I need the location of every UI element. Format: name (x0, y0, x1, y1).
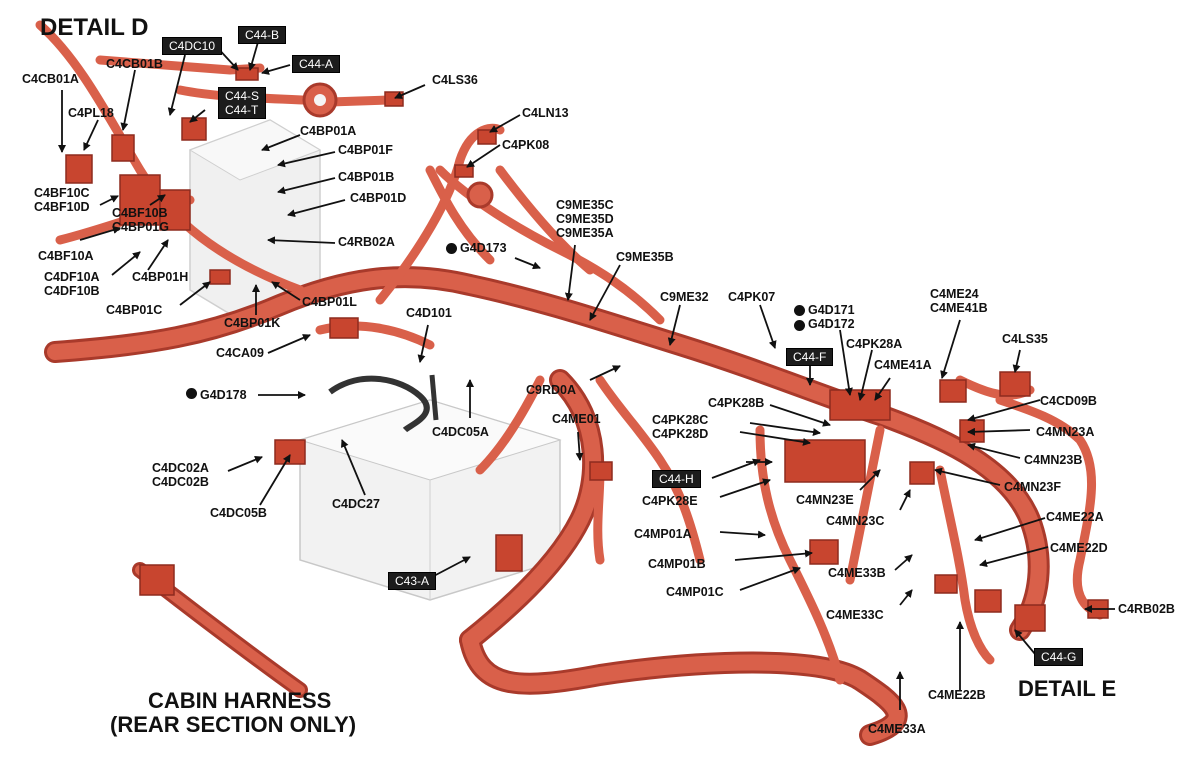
ground-dot-icon (446, 243, 457, 254)
connector-label: C4BP01F (338, 143, 393, 157)
connector-label-boxed: C44-B (238, 26, 287, 44)
connector-label-boxed: C44-S C44-T (218, 87, 267, 119)
connector-label: C4MP01A (634, 527, 692, 541)
connector-label-text: C4BF10D (34, 200, 90, 214)
connector-label-text: C4BP01G (112, 220, 169, 234)
connector-label: C4BP01L (302, 295, 357, 309)
connector-label: C4BP01D (350, 191, 407, 205)
connector-label-text: C4DF10B (44, 284, 100, 298)
connector-label: C4MN23E (796, 493, 854, 507)
ground-label-text: G4D172 (808, 317, 855, 331)
connector-label: C4BP01K (224, 316, 281, 330)
connector-label: C9ME32 (660, 290, 709, 304)
connector-label: C4LS36 (432, 73, 478, 87)
connector-label: C4ME24 C4ME41B (930, 287, 988, 315)
connector-label: C4DC05B (210, 506, 267, 520)
connector-label: C4ME01 (552, 412, 601, 426)
connector-label: C4BP01C (106, 303, 163, 317)
connector-label-text: C44-T (225, 103, 259, 117)
connector-label: C4RB02A (338, 235, 395, 249)
detail-e-title: DETAIL E (1018, 676, 1117, 701)
connector-label-text: C4DC02B (152, 475, 209, 489)
connector-label: C4CB01B (106, 57, 163, 71)
ground-label: G4D171 G4D172 (808, 303, 855, 331)
connector-label: C4CA09 (216, 346, 264, 360)
connector-label-text: C4ME41B (930, 301, 988, 315)
connector-label: C4LS35 (1002, 332, 1048, 346)
detail-d-title: DETAIL D (40, 14, 149, 41)
ground-label-text: G4D171 (808, 303, 855, 317)
connector-label: C9RD0A (526, 383, 577, 397)
connector-label: C4PK28A (846, 337, 903, 351)
connector-label: C4CB01A (22, 72, 79, 86)
connectors (65, 67, 1109, 632)
leader-arrows (58, 41, 1115, 710)
connector-label-text: C4PK28D (652, 427, 709, 441)
ground-label: G4D173 (460, 241, 507, 255)
connector-label: C4ME22B (928, 688, 986, 702)
connector-label-boxed: C43-A (388, 572, 437, 590)
connector-label-text: C9ME35C (556, 198, 614, 212)
ground-dot-icon (186, 388, 197, 399)
ground-dot-icon (794, 305, 805, 316)
connector-label-text: C9ME35D (556, 212, 614, 226)
connector-label: C4MN23B (1024, 453, 1083, 467)
connector-label: C4DC02A C4DC02B (152, 461, 209, 489)
connector-label: C4BP01B (338, 170, 395, 184)
connector-label-boxed: C44-F (786, 348, 834, 366)
connector-label-boxed: C44-G (1034, 648, 1084, 666)
connector-label: C4DC27 (332, 497, 380, 511)
connector-label-boxed: C44-A (292, 55, 341, 73)
connector-label: C4BF10B C4BP01G (112, 206, 169, 234)
connector-label: C4DF10A C4DF10B (44, 270, 100, 298)
harness-bundles (35, 20, 1105, 746)
connector-label-text: C4BF10C (34, 186, 90, 200)
connector-label: C9ME35C C9ME35D C9ME35A (556, 198, 614, 240)
connector-label: C4PL18 (68, 106, 114, 120)
ground-dot-icon (794, 320, 805, 331)
connector-label: C4D101 (406, 306, 452, 320)
connector-label: C4PK07 (728, 290, 776, 304)
connector-label: C4MN23C (826, 514, 885, 528)
connector-label-text: C4PK28C (652, 413, 709, 427)
connector-label: C4ME22A (1046, 510, 1104, 524)
connector-label-text: C4BF10B (112, 206, 168, 220)
ground-label: G4D178 (200, 388, 247, 402)
connector-label: C4DC05A (432, 425, 489, 439)
connector-label: C4RB02B (1118, 602, 1175, 616)
connector-label: C4MN23A (1036, 425, 1095, 439)
connector-label: C4BF10C C4BF10D (34, 186, 90, 214)
connector-label: C4MP01B (648, 557, 706, 571)
connector-label: C9ME35B (616, 250, 674, 264)
cabin-harness-title-line2: (REAR SECTION ONLY) (110, 712, 357, 737)
connector-label: C4ME41A (874, 358, 932, 372)
connector-label-text: C9ME35A (556, 226, 614, 240)
connector-label: C4CD09B (1040, 394, 1097, 408)
connector-label-text: C44-S (225, 89, 260, 103)
connector-label: C4BP01H (132, 270, 189, 284)
connector-label-boxed: C4DC10 (162, 37, 223, 55)
connector-label: C4ME33C (826, 608, 884, 622)
connector-label: C4PK28E (642, 494, 698, 508)
connector-label: C4ME33B (828, 566, 886, 580)
connector-label-text: C4DC02A (152, 461, 209, 475)
connector-label: C4PK28C C4PK28D (652, 413, 708, 441)
connector-label: C4BF10A (38, 249, 94, 263)
connector-label-text: C4ME24 (930, 287, 979, 301)
connector-label: C4PK08 (502, 138, 550, 152)
connector-label: C4BP01A (300, 124, 357, 138)
connector-label-text: C4DF10A (44, 270, 100, 284)
connector-label: C4MP01C (666, 585, 724, 599)
connector-label: C4ME22D (1050, 541, 1108, 555)
connector-label-boxed: C44-H (652, 470, 701, 488)
connector-label: C4PK28B (708, 396, 765, 410)
cabin-harness-title-line1: CABIN HARNESS (148, 688, 332, 713)
connector-label: C4LN13 (522, 106, 569, 120)
connector-label: C4MN23F (1004, 480, 1061, 494)
connector-label: C4ME33A (868, 722, 926, 736)
